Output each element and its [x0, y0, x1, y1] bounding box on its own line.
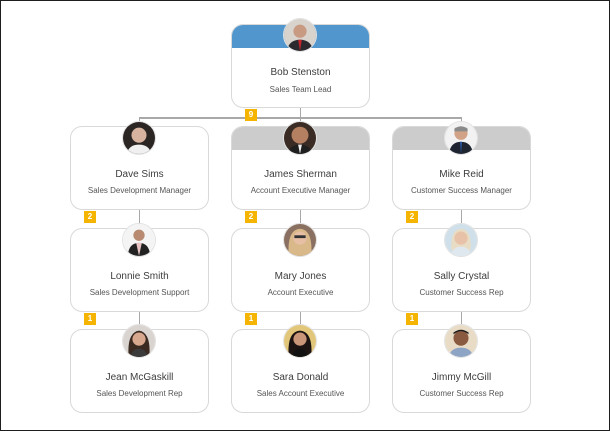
- node-title: Account Executive: [267, 288, 334, 297]
- avatar: [283, 324, 317, 358]
- connector-col3-r2: [461, 312, 462, 330]
- avatar: [122, 223, 156, 257]
- connector-col3-r1: [461, 210, 462, 228]
- node-name: Dave Sims: [115, 169, 164, 180]
- node-title: Sales Team Lead: [269, 85, 332, 94]
- child-count-badge[interactable]: 1: [406, 313, 418, 325]
- node-title: Sales Account Executive: [256, 389, 345, 398]
- avatar: [444, 324, 478, 358]
- node-name: Mike Reid: [439, 169, 484, 180]
- connector-col2-r2: [300, 312, 301, 330]
- child-count-badge[interactable]: 9: [245, 109, 257, 121]
- avatar: [283, 18, 317, 52]
- node-name: Mary Jones: [274, 271, 327, 282]
- connector-root-down: [300, 108, 301, 118]
- avatar: [283, 121, 317, 155]
- connector-col2-r1: [300, 210, 301, 228]
- avatar: [122, 324, 156, 358]
- node-title: Sales Development Rep: [96, 389, 183, 398]
- node-title: Sales Development Manager: [87, 186, 192, 195]
- node-title: Customer Success Manager: [411, 186, 512, 195]
- node-title: Account Executive Manager: [250, 186, 351, 195]
- node-name: Sara Donald: [272, 372, 329, 383]
- child-count-badge[interactable]: 2: [84, 211, 96, 223]
- node-title: Customer Success Rep: [419, 389, 504, 398]
- avatar: [444, 223, 478, 257]
- node-title: Sales Development Support: [89, 288, 190, 297]
- avatar: [283, 223, 317, 257]
- child-count-badge[interactable]: 1: [84, 313, 96, 325]
- node-card-james-sherman[interactable]: James Sherman Account Executive Manager: [231, 126, 370, 210]
- child-count-badge[interactable]: 2: [406, 211, 418, 223]
- node-card-sara-donald[interactable]: Sara Donald Sales Account Executive: [231, 329, 370, 413]
- node-card-jimmy-mcgill[interactable]: Jimmy McGill Customer Success Rep: [392, 329, 531, 413]
- node-name: Jean McGaskill: [105, 372, 174, 383]
- connector-col1-r1: [139, 210, 140, 228]
- node-name: Jimmy McGill: [431, 372, 492, 383]
- node-card-root[interactable]: Bob Stenston Sales Team Lead: [231, 24, 370, 108]
- node-name: Bob Stenston: [270, 67, 331, 78]
- node-name: Lonnie Smith: [110, 271, 169, 282]
- child-count-badge[interactable]: 1: [245, 313, 257, 325]
- connector-col1-r2: [139, 312, 140, 330]
- node-name: James Sherman: [264, 169, 337, 180]
- avatar: [444, 121, 478, 155]
- child-count-badge[interactable]: 2: [245, 211, 257, 223]
- avatar: [122, 121, 156, 155]
- node-name: Sally Crystal: [433, 271, 490, 282]
- node-title: Customer Success Rep: [419, 288, 504, 297]
